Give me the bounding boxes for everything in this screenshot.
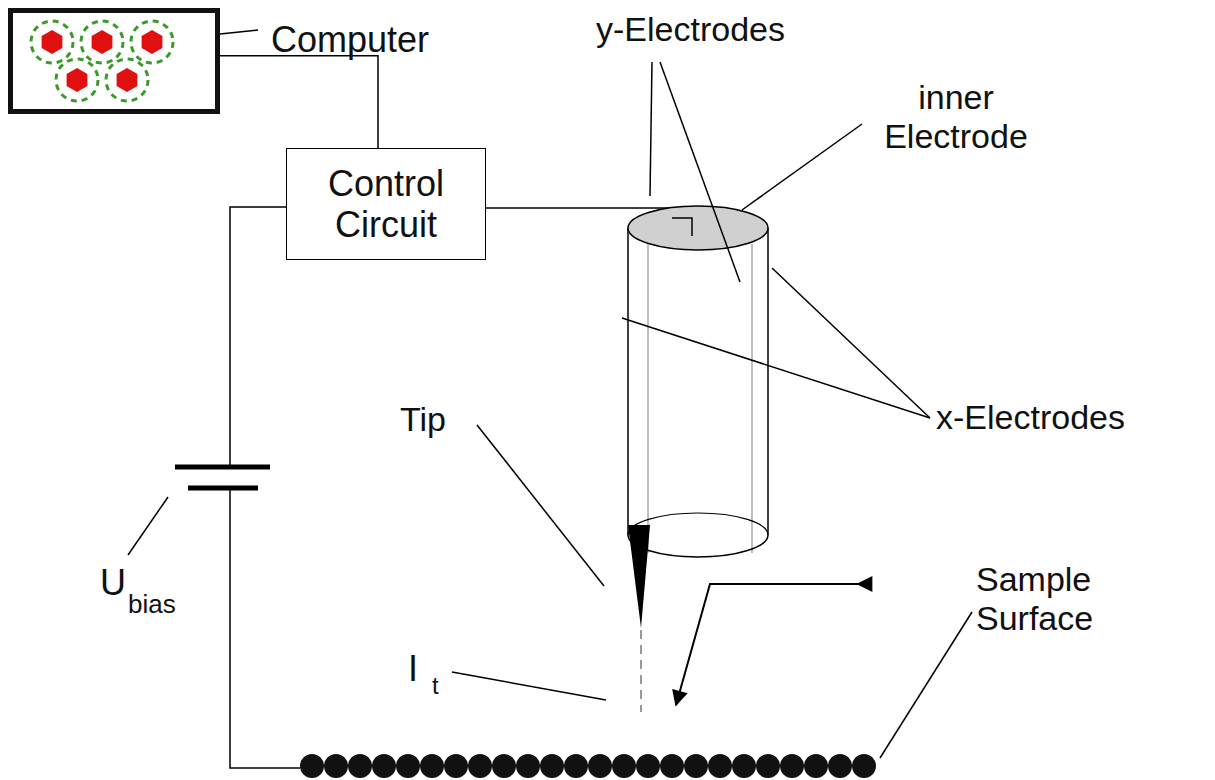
tip [628,525,650,628]
part-label: bias [128,590,198,620]
part-label: t [432,672,462,700]
leader-line [128,497,168,555]
node-label: Computer [271,19,429,60]
scan-arrow [676,584,858,705]
battery-plate [175,465,270,470]
process-box: Control Circuit [286,148,486,260]
leader-line [220,30,258,34]
leader-line [880,612,972,758]
computer-box: Computer [8,8,220,114]
leader-line [452,672,606,700]
part-label: inner Electrode [866,78,1046,156]
leader-line [650,62,652,196]
part-label: Tip [400,400,490,439]
part-label: x-Electrodes [936,398,1206,437]
sample-atoms [300,754,876,778]
leader-line [477,425,604,586]
part-label: Sample Surface [976,560,1176,638]
leader-line [742,124,862,210]
leader-line [660,62,740,282]
piezo-tube [628,206,768,557]
tunnel-current [640,630,642,712]
wire [230,488,300,768]
leader-line [772,268,930,418]
part-label: y-Electrodes [596,10,856,49]
wire [230,207,286,467]
molecule-image [31,21,173,101]
box-text: Control Circuit [287,153,485,256]
wire [220,56,378,148]
leader-line [622,318,930,418]
battery-plate [188,486,258,491]
